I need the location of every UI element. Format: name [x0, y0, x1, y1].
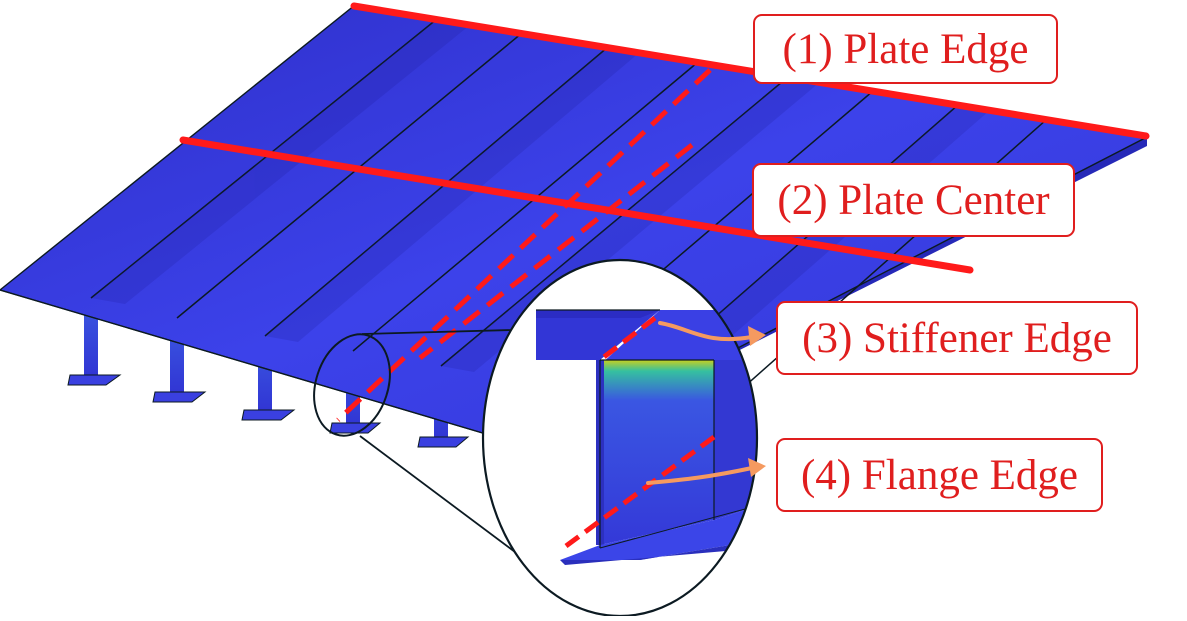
label-plate-edge: (1) Plate Edge: [753, 14, 1058, 84]
label-plate-center: (2) Plate Center: [752, 163, 1075, 237]
stiffener-edge-arrow: [658, 321, 754, 342]
stiffener-edge-dashed-line: [336, 68, 712, 422]
reference-lines: [179, 2, 1150, 422]
stiffener-edge-arrowhead: [748, 326, 766, 346]
flange-edge-dashed-line: [418, 143, 694, 360]
label-stiffener-edge: (3) Stiffener Edge: [776, 301, 1138, 375]
zoom-source-ellipse: [313, 333, 391, 437]
stiffener-lines: [90, 18, 1047, 418]
flange-edge-arrow: [646, 466, 754, 485]
label-flange-edge: (4) Flange Edge: [776, 438, 1103, 512]
plate-edge-line: [350, 2, 1150, 140]
callout-arrows: [646, 321, 766, 485]
flange-edge-arrowhead: [748, 458, 766, 477]
plate-center-line: [179, 136, 974, 274]
